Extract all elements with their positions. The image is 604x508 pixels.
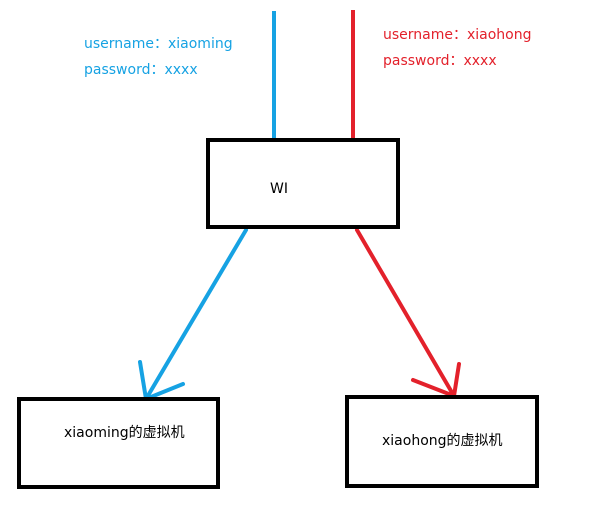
xiaohong-vm-label: xiaohong的虚拟机 [382, 433, 503, 449]
arrowhead-left [138, 360, 185, 402]
xiaoming-credentials: username：xiaoming password：xxxx [84, 31, 233, 83]
arrow-to-xiaohong-vm [355, 228, 461, 399]
wi-node: WI [206, 138, 400, 229]
xiaohong-username: username：xiaohong [383, 27, 532, 43]
wi-label: WI [270, 181, 288, 197]
arrow-to-xiaoming-vm [138, 228, 248, 402]
xiaoming-password: password：xxxx [84, 62, 198, 78]
xiaohong-credentials: username：xiaohong password：xxxx [383, 22, 532, 74]
xiaoming-vm-label: xiaoming的虚拟机 [64, 425, 185, 441]
xiaoming-username: username：xiaoming [84, 36, 233, 52]
xiaohong-password: password：xxxx [383, 53, 497, 69]
xiaohong-vm-node: xiaohong的虚拟机 [345, 395, 539, 488]
xiaoming-vm-node: xiaoming的虚拟机 [17, 397, 220, 489]
